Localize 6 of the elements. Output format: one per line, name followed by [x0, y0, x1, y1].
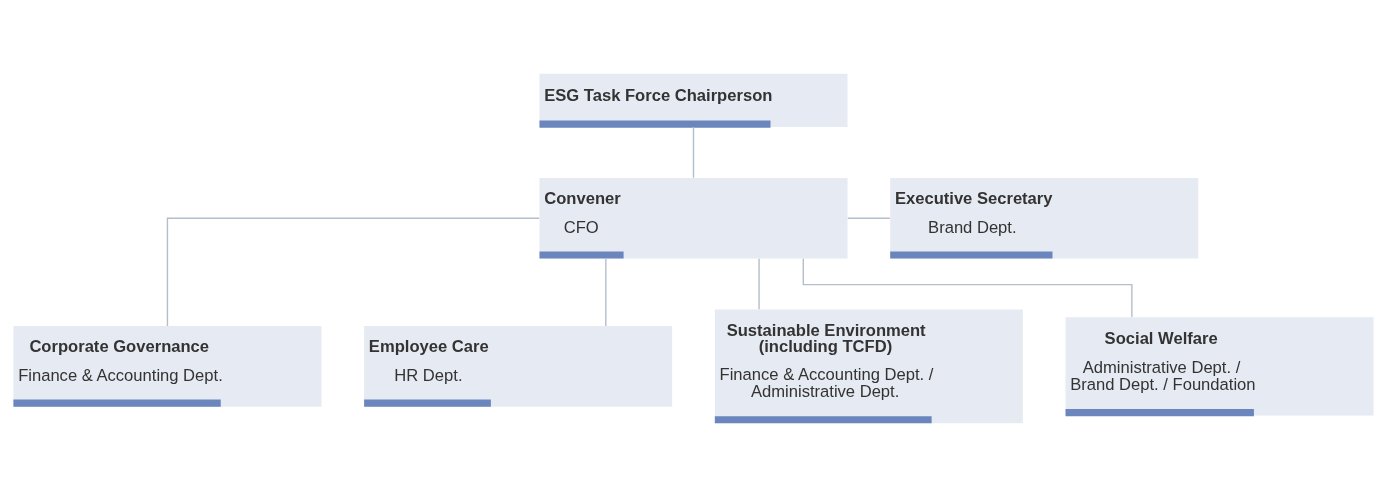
connector	[692, 126, 695, 179]
connector	[605, 258, 607, 327]
connector	[802, 258, 1133, 318]
connector	[847, 217, 891, 219]
connector	[166, 217, 540, 327]
connector	[758, 258, 760, 311]
